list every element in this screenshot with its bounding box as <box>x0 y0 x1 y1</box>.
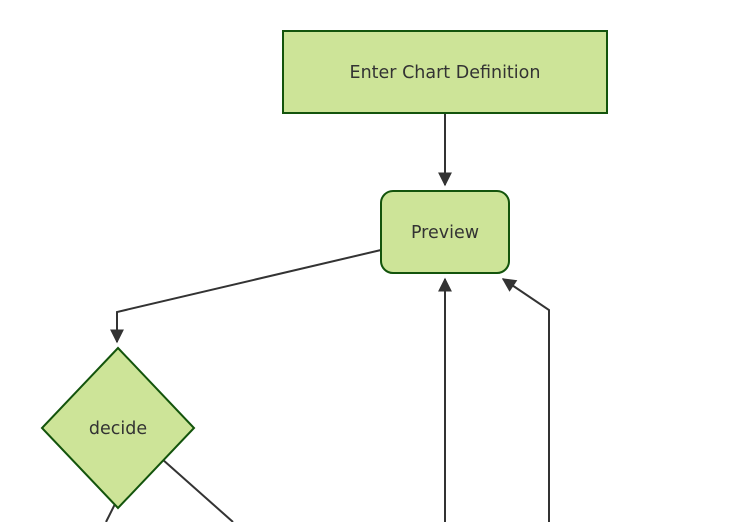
edge-layer <box>105 113 550 522</box>
edge-preview-to-decide <box>110 249 382 344</box>
edge-into-preview-right <box>501 278 550 522</box>
node-decide-label: decide <box>89 419 147 439</box>
node-decide-shape <box>40 346 196 510</box>
edge-decide-out-right <box>161 458 234 522</box>
node-enter-chart-definition[interactable]: Enter Chart Definition <box>282 30 608 114</box>
node-preview-label: Preview <box>411 223 479 243</box>
node-decide[interactable]: decide <box>40 346 196 510</box>
node-enter-chart-definition-label: Enter Chart Definition <box>350 63 541 83</box>
node-layer: Enter Chart Definition Preview decide <box>40 30 608 510</box>
node-enter-chart-definition-shape <box>282 30 608 114</box>
node-preview[interactable]: Preview <box>380 190 510 274</box>
node-preview-shape <box>380 190 510 274</box>
